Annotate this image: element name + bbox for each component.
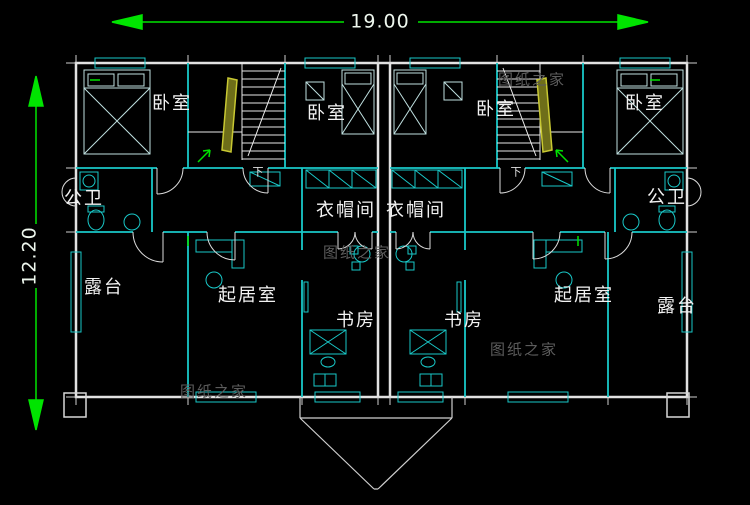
watermark: 图纸之家 xyxy=(322,243,392,262)
room-label-living-right: 起居室 xyxy=(554,285,614,306)
room-label-study-left: 书房 xyxy=(336,310,376,331)
interior-walls xyxy=(76,63,687,397)
stairs-down-label-left: 下 xyxy=(252,165,264,179)
dimension-height-label: 12.20 xyxy=(18,226,41,286)
stairs-down-label-right: 下 xyxy=(510,165,522,179)
room-label-bath-right: 公卫 xyxy=(647,187,687,208)
bathroom-fixtures xyxy=(79,171,684,231)
wardrobes xyxy=(249,169,573,189)
room-label-bedroom-4: 卧室 xyxy=(625,93,665,114)
dimension-lines xyxy=(28,14,649,431)
watermark: 图纸之家 xyxy=(497,70,567,89)
watermark: 图纸之家 xyxy=(179,382,249,401)
room-label-bedroom-3: 卧室 xyxy=(476,99,516,120)
room-label-bedroom-2: 卧室 xyxy=(307,103,347,124)
stair-handrails xyxy=(221,77,553,153)
room-label-cloakroom-right: 衣帽间 xyxy=(386,200,446,221)
room-label-terrace-left: 露台 xyxy=(84,277,124,298)
door-swings xyxy=(61,167,702,263)
room-label-bedroom-1: 卧室 xyxy=(152,93,192,114)
green-accents xyxy=(90,79,660,246)
watermark: 图纸之家 xyxy=(489,340,559,359)
corner-pillars xyxy=(63,392,690,418)
outer-walls xyxy=(74,61,689,399)
windows xyxy=(70,57,693,403)
room-label-study-right: 书房 xyxy=(444,310,484,331)
room-label-terrace-right: 露台 xyxy=(657,296,697,317)
dimension-width-label: 19.00 xyxy=(350,10,410,33)
wall-ticks xyxy=(66,55,697,405)
room-label-bath-left: 公卫 xyxy=(64,188,104,209)
room-label-cloakroom-left: 衣帽间 xyxy=(316,200,376,221)
room-label-living-left: 起居室 xyxy=(218,285,278,306)
porch-roof xyxy=(299,397,453,490)
